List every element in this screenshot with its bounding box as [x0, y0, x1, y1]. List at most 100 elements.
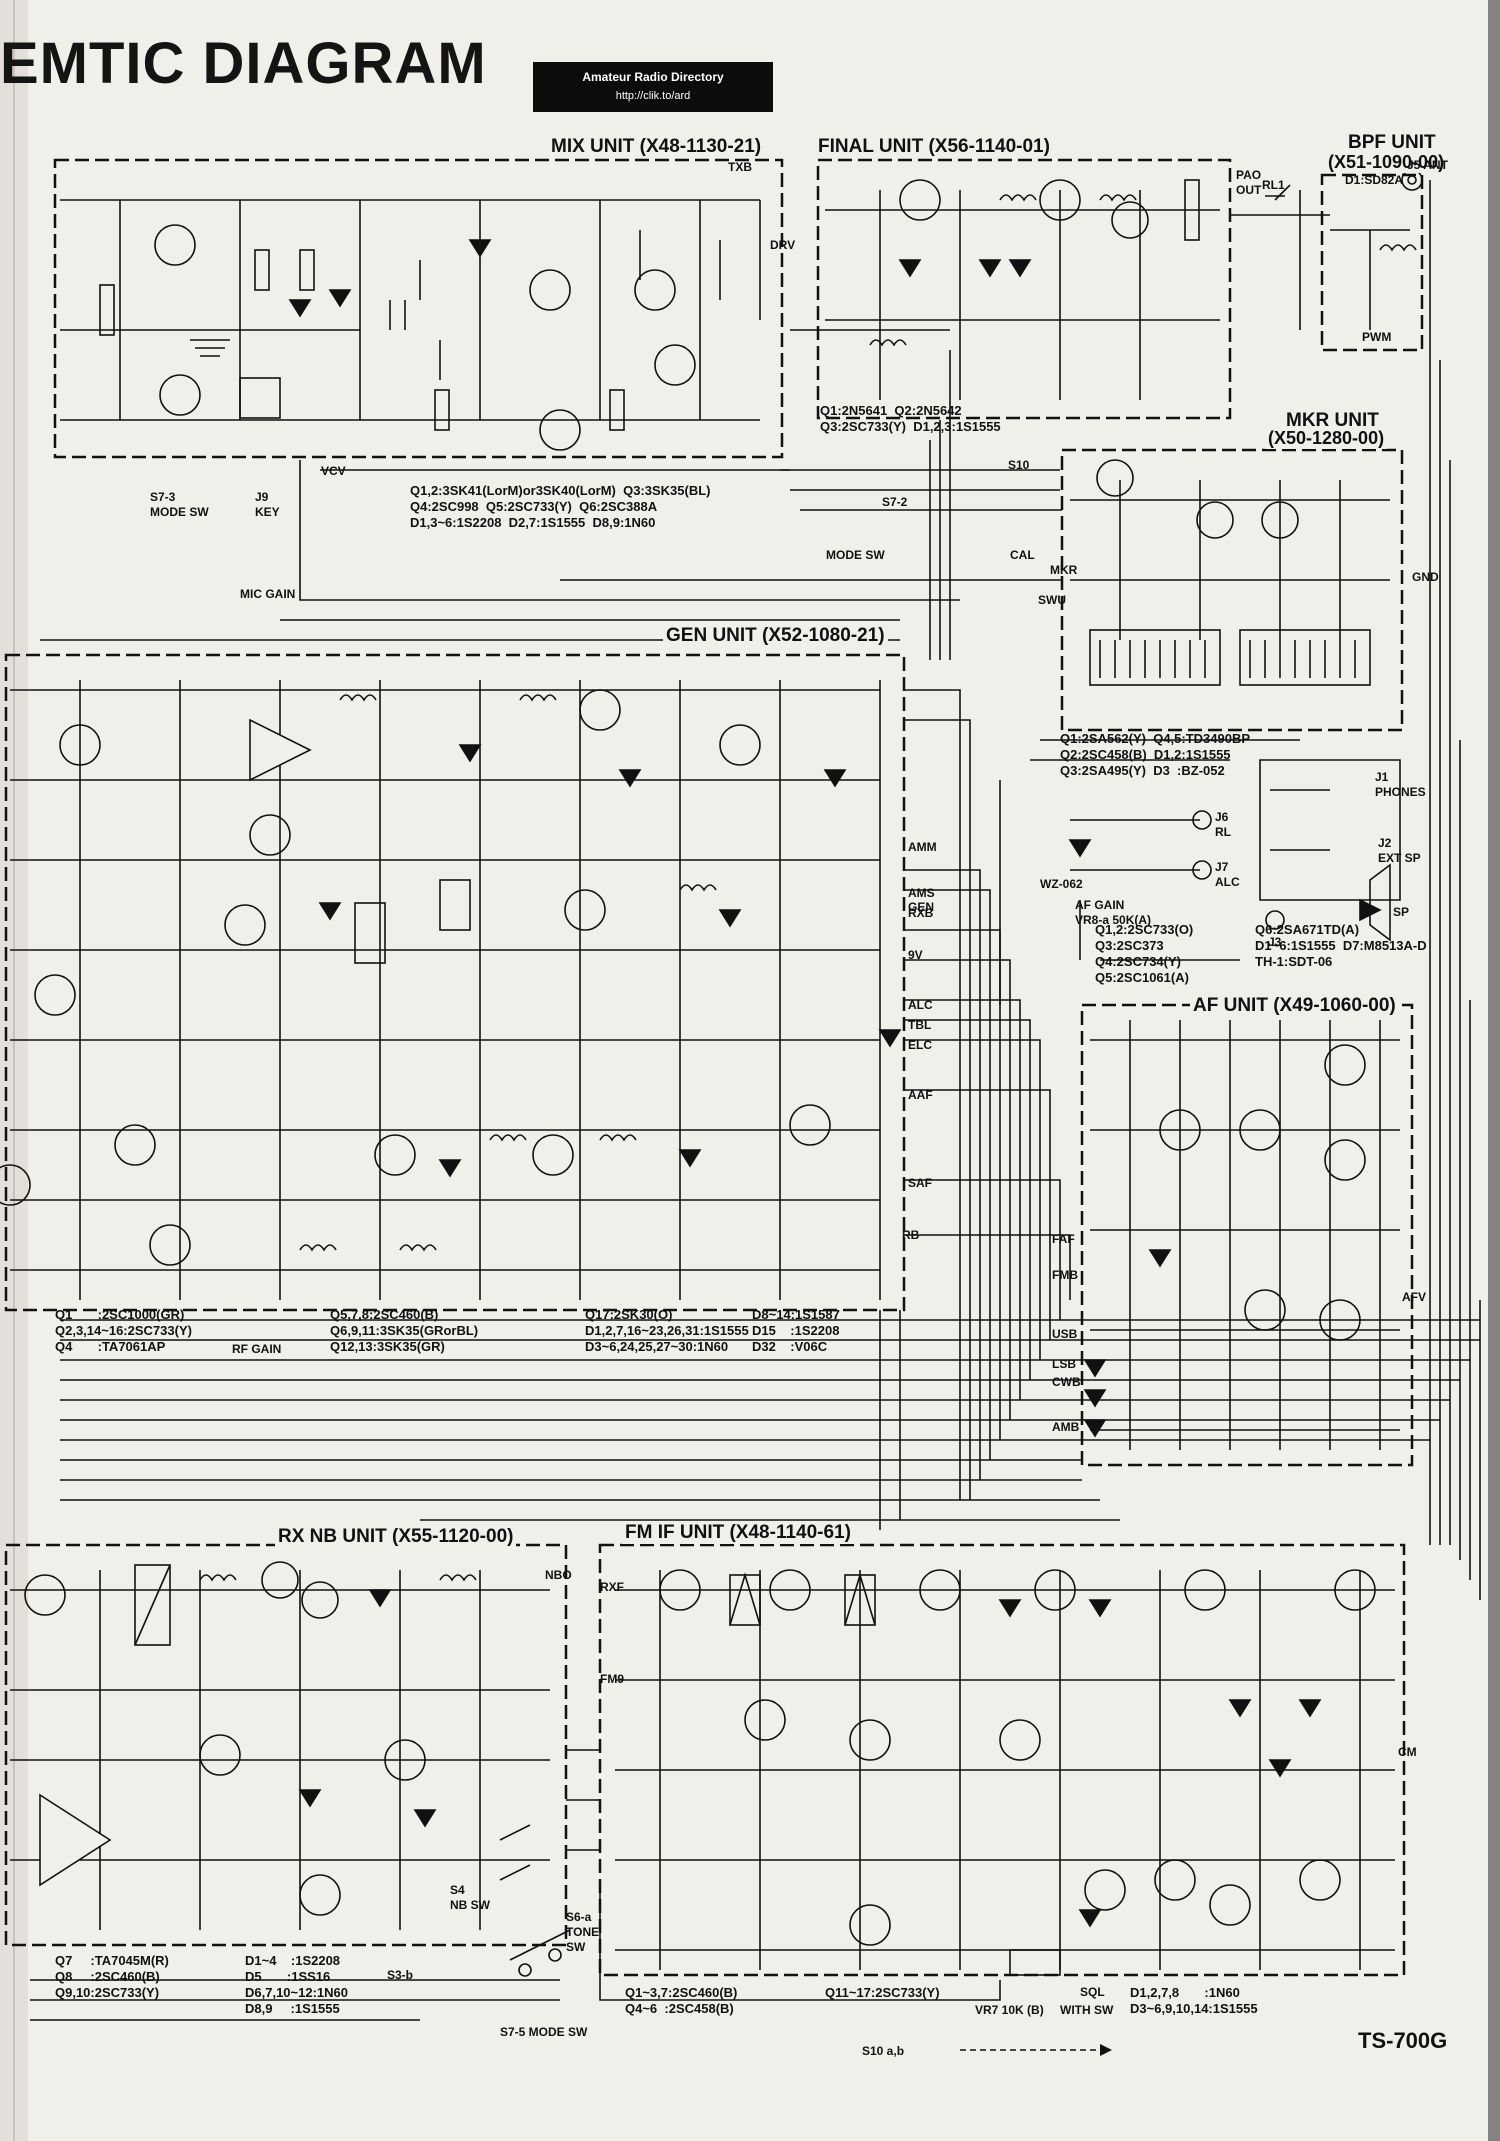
rxnb-unit-title: RX NB UNIT (X55-1120-00) [275, 1526, 517, 1548]
vr7-label: VR7 10K (B) [975, 2003, 1044, 2017]
vr8-label: VR8-a 50K(A) [1075, 913, 1152, 927]
bus-lines [30, 180, 1481, 2021]
final-notes: Q1:2N5641 Q2:2N5642 Q3:2SC733(Y) D1,2,3:… [820, 403, 1001, 434]
pin-rb: RB [902, 1228, 920, 1242]
pin-cwb: CWB [1052, 1375, 1081, 1389]
pin-cm: CM [1398, 1745, 1417, 1759]
s10ab-label: S10 a,b [862, 2044, 905, 2058]
pin-gen: GEN [908, 900, 935, 914]
af-notes-2: Q6:2SA671TD(A) D1~6:1S1555 D7:M8513A-D T… [1255, 922, 1427, 969]
j2-ext-sp-label: J2 EXT SP [1378, 836, 1421, 865]
fmif-unit-title: FM IF UNIT (X48-1140-61) [622, 1522, 854, 1544]
mkr-unit-border [1060, 448, 1404, 732]
pin-rxb: RXB [908, 906, 934, 920]
mkr-notes: Q1:2SA562(Y) Q4,5:TD3490BP Q2:2SC458(B) … [1060, 731, 1251, 778]
fmif-notes-right: D1,2,7,8 :1N60 D3~6,9,10,14:1S1555 [1130, 1985, 1258, 2016]
mic-gain-label: MIC GAIN [240, 587, 296, 601]
mkr-pin-label: MKR [1050, 563, 1078, 577]
page-title: EMTIC DIAGRAM [0, 31, 487, 96]
pin-nbo: NBO [545, 1568, 572, 1582]
pin-fm9: FM9 [600, 1672, 624, 1686]
mix-notes: Q1,2:3SK41(LorM)or3SK40(LorM) Q3:3SK35(B… [410, 483, 711, 530]
pin-alc: ALC [908, 998, 933, 1012]
s7-3-mode-switch: S7-3 MODE SW [150, 490, 209, 519]
mix-unit-circuit [60, 199, 761, 451]
fmif-notes-mid: Q11~17:2SC733(Y) [825, 1985, 940, 2000]
swu-label: SWU [1038, 593, 1066, 607]
sp-label: SP [1393, 905, 1410, 919]
sql-label: SQL [1080, 1985, 1105, 1999]
pin-fmb: FMB [1052, 1268, 1078, 1282]
gen-notes-mid: Q5,7,8:2SC460(B) Q6,9,11:3SK35(GRorBL) Q… [330, 1307, 479, 1354]
gen-notes-far: D8~14:1S1587 D15 :1S2208 D32 :V06C [752, 1307, 840, 1354]
mkr-unit-title: MKR UNIT [1283, 410, 1382, 432]
j1-phones-label: J1 PHONES [1375, 770, 1426, 799]
rl1-label: RL1 [1262, 178, 1285, 192]
pin-ams: AMS [908, 886, 935, 900]
directory-banner[interactable]: Amateur Radio Directory http://clik.to/a… [533, 62, 773, 112]
af-notes: Q1,2:2SC733(O) Q3:2SC373 Q4:2SC734(Y) Q5… [1095, 922, 1194, 985]
jacks-area [1068, 759, 1401, 961]
pin-faf: FAF [1052, 1232, 1075, 1246]
cal-label: CAL [1010, 548, 1035, 562]
pa-out-label: PAO OUT [1236, 168, 1262, 197]
pin-9v: 9V [908, 948, 923, 962]
rf-gain-label: RF GAIN [232, 1342, 282, 1356]
fmif-unit-circuit [615, 1569, 1395, 1976]
af-unit-circuit [1083, 1020, 1400, 1450]
gen-notes-right: Q17:2SK30(O) D1,2,7,16~23,26,31:1S1555 D… [585, 1307, 749, 1354]
pin-aaf: AAF [908, 1088, 933, 1102]
j9-key-jack: J9 KEY [255, 490, 280, 519]
with-sw-label: WITH SW [1060, 2003, 1114, 2017]
banner-url[interactable]: http://clik.to/ard [615, 90, 691, 102]
s7-5-mode-switch: S7-5 MODE SW [500, 2025, 588, 2039]
bpf-unit-circuit [1230, 169, 1423, 330]
rxnb-notes-left: Q7 :TA7045M(R) Q8 :2SC460(B) Q9,10:2SC73… [55, 1953, 169, 2000]
pin-rxf: RXF [600, 1580, 624, 1594]
pin-amb: AMB [1052, 1420, 1080, 1434]
rxnb-unit-circuit [10, 1561, 571, 1977]
af-gain-label: AF GAIN [1075, 898, 1125, 912]
s7-2-label: S7-2 [882, 495, 908, 509]
pin-tbl: TBL [908, 1018, 932, 1032]
j5-ant-label: J5 ANT [1407, 158, 1448, 172]
pin-amm: AMM [908, 840, 937, 854]
pin-elc: ELC [908, 1038, 932, 1052]
mix-unit-title: MIX UNIT (X48-1130-21) [548, 136, 765, 158]
pin-drv: DRV [770, 238, 796, 252]
mkr-unit-subtitle: (X50-1280-00) [1265, 428, 1388, 449]
final-unit-border [816, 158, 1232, 420]
pin-saf: SAF [908, 1176, 932, 1190]
pin-afv: AFV [1402, 1290, 1426, 1304]
mkr-unit-circuit [1070, 459, 1390, 686]
gen-unit-title: GEN UNIT (X52-1080-21) [663, 625, 888, 647]
s3b-label: S3-b [387, 1968, 414, 1982]
fmif-notes-left: Q1~3,7:2SC460(B) Q4~6 :2SC458(B) [625, 1985, 738, 2016]
gen-unit-border [4, 653, 906, 1312]
bpf-notes: D1:SD82A [1345, 173, 1404, 187]
pin-usb: USB [1052, 1327, 1078, 1341]
j7-alc-label: J7 ALC [1215, 860, 1240, 889]
banner-title: Amateur Radio Directory [582, 70, 724, 84]
bpf-unit-subtitle: (X51-1090-00) [1325, 152, 1448, 173]
af-unit-title: AF UNIT (X49-1060-00) [1190, 995, 1399, 1017]
j6-rl-label: J6 RL [1215, 810, 1231, 839]
final-unit-title: FINAL UNIT (X56-1140-01) [815, 136, 1053, 158]
j3-label: J3 [1268, 935, 1282, 949]
pin-vcv: VCV [321, 464, 346, 478]
s4-nb-switch: S4 NB SW [450, 1883, 490, 1912]
model-number: TS-700G [1358, 2028, 1448, 2053]
pwm-label: PWM [1362, 330, 1392, 344]
s10-label: S10 [1008, 458, 1030, 472]
gen-notes-left: Q1 :2SC1000(GR) Q2,3,14~16:2SC733(Y) Q4 … [55, 1307, 192, 1354]
bpf-unit-border [1320, 173, 1424, 352]
fmif-unit-border [598, 1543, 1406, 1977]
final-unit-circuit [825, 179, 1220, 400]
pin-lsb: LSB [1052, 1357, 1076, 1371]
pin-txb: TXB [728, 160, 752, 174]
wz-062-label: WZ-062 [1040, 877, 1083, 891]
bpf-unit-title: BPF UNIT [1345, 132, 1439, 154]
pin-gnd: GND [1412, 570, 1439, 584]
mode-sw-label: MODE SW [826, 548, 885, 562]
